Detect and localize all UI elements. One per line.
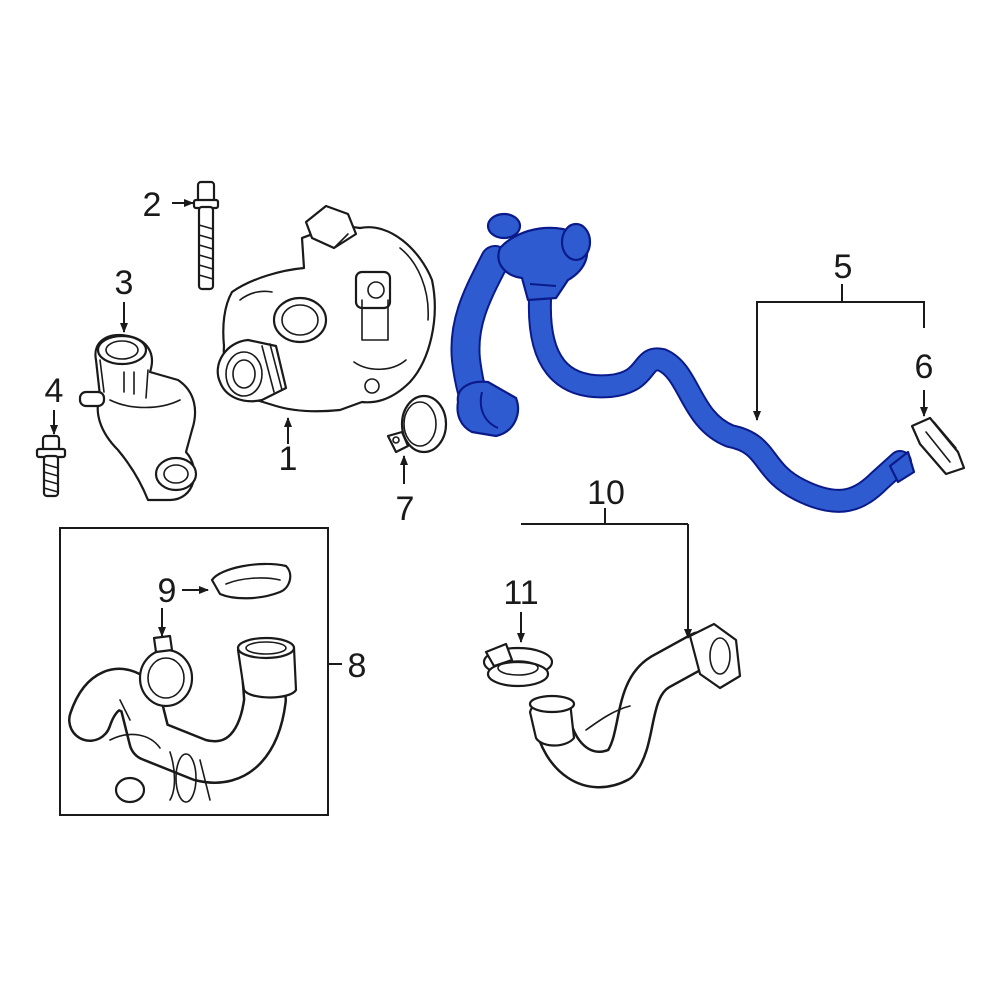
hose-5-port-right — [560, 222, 592, 262]
callout-2: 2 — [143, 186, 162, 224]
hose-5-main — [529, 290, 910, 511]
bolt-part-2 — [192, 180, 220, 291]
water-pump-part-1 — [216, 204, 436, 413]
callout-3: 3 — [115, 264, 134, 302]
hose-part-8 — [59, 527, 329, 816]
callout-5: 5 — [834, 248, 853, 286]
bolt-part-4 — [35, 434, 67, 498]
callout-8: 8 — [348, 647, 367, 685]
hose-part-10 — [528, 622, 742, 789]
callout-9: 9 — [158, 572, 177, 610]
clamp-part-11 — [482, 642, 554, 688]
leader-lines — [50, 199, 928, 665]
hose-5-port-top — [486, 212, 522, 240]
callout-7: 7 — [396, 490, 415, 528]
hose-5-end-left — [456, 380, 520, 438]
clip-part-6 — [910, 416, 966, 476]
clamp-part-9 — [138, 562, 292, 708]
callout-4: 4 — [45, 372, 64, 410]
callout-1: 1 — [279, 440, 298, 478]
hose-5-main-outline — [527, 288, 912, 513]
thermostat-part-3 — [78, 333, 198, 502]
hose-5-end-right — [888, 450, 916, 484]
clamp-part-7 — [386, 394, 448, 454]
callout-6: 6 — [915, 348, 934, 386]
part-8-box — [59, 527, 329, 816]
callout-11: 11 — [503, 574, 538, 612]
callout-10: 10 — [587, 474, 625, 512]
hose-part-5 — [450, 212, 916, 513]
